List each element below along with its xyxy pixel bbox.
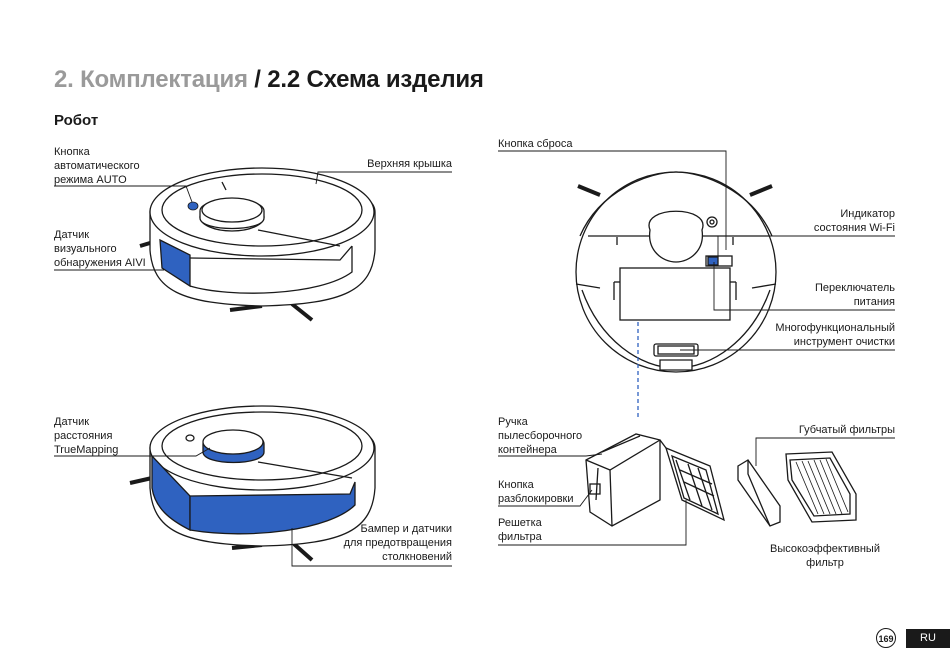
robot-top-view-illustration <box>139 167 376 322</box>
title-separator: / <box>247 66 268 93</box>
language-badge: RU <box>906 629 950 648</box>
label-top-cover: Верхняя крышка <box>367 158 452 170</box>
robot-bumper-view-illustration <box>129 405 376 562</box>
label-wifi-indicator: Индикатор состояния Wi-Fi <box>813 208 895 234</box>
hepa-filter-illustration <box>785 451 857 523</box>
sponge-filter-illustration <box>737 459 781 527</box>
section-title: 2. Комплектация <box>54 66 248 93</box>
sponge-filter-edge <box>747 460 771 527</box>
label-filter-grid: Решетка фильтра <box>498 517 542 543</box>
dust-container-illustration <box>585 433 725 527</box>
page-number-badge: 169 <box>876 628 896 648</box>
label-aivi-sensor: Датчик визуального обнаружения AIVI <box>54 229 146 269</box>
leader-lines <box>54 150 895 567</box>
label-truemapping-sensor: Датчик расстояния TrueMapping <box>54 416 119 456</box>
page-title: 2. Комплектация / 2.2 Схема изделия <box>54 66 484 94</box>
label-bumper: Бампер и датчики для предотвращения стол… <box>343 523 452 563</box>
label-hepa-filter: Высокоэффективный фильтр <box>770 543 880 569</box>
label-auto-button: Кнопка автоматического режима AUTO <box>54 146 140 186</box>
label-reset-button: Кнопка сброса <box>498 138 573 150</box>
section-subtitle: Робот <box>54 112 99 129</box>
label-power-switch: Переключатель питания <box>814 282 895 308</box>
label-cleaning-tool: Многофункциональный инструмент очистки <box>775 322 895 348</box>
subsection-title: 2.2 Схема изделия <box>267 66 484 93</box>
label-sponge-filter: Губчатый фильтры <box>798 424 895 436</box>
label-container-handle: Ручка пылесборочного контейнера <box>498 416 583 456</box>
label-unlock-button: Кнопка разблокировки <box>498 479 574 505</box>
